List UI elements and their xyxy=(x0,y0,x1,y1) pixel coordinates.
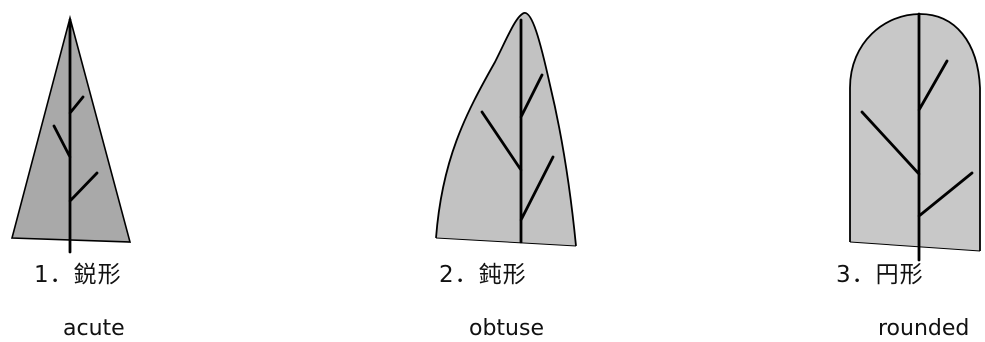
obtuse-leaf-outline xyxy=(435,12,577,247)
rounded-vein-left xyxy=(860,110,921,176)
obtuse-leaf-fill xyxy=(436,12,576,247)
obtuse-vein-left xyxy=(480,110,523,172)
rounded-vein-upper-right xyxy=(917,59,949,112)
obtuse-leaf-shape xyxy=(435,12,577,247)
acute-panel: 1．鋭形 acute xyxy=(0,0,260,342)
acute-vein-left xyxy=(52,124,72,159)
obtuse-vein-upper-right xyxy=(519,73,544,119)
acute-vein-upper-right xyxy=(68,95,85,115)
rounded-leaf-fill xyxy=(850,14,980,251)
acute-en-label: acute xyxy=(63,316,125,341)
rounded-panel: 3．円形 rounded xyxy=(800,0,985,342)
obtuse-en-label: obtuse xyxy=(469,316,544,341)
acute-jp-label: 1．鋭形 xyxy=(34,262,122,288)
obtuse-leaf-base xyxy=(435,237,577,247)
rounded-en-label: rounded xyxy=(878,316,970,341)
acute-leaf-shape xyxy=(10,14,132,254)
rounded-jp-label: 3．円形 xyxy=(836,262,924,288)
obtuse-jp-label: 2．鈍形 xyxy=(439,262,527,288)
obtuse-panel: 2．鈍形 obtuse xyxy=(400,0,620,342)
acute-vein-lower-right xyxy=(68,171,99,203)
obtuse-vein-lower-right xyxy=(519,155,555,222)
rounded-leaf-shape xyxy=(849,12,981,262)
rounded-leaf-base xyxy=(849,241,981,252)
rounded-vein-lower-right xyxy=(917,171,974,218)
